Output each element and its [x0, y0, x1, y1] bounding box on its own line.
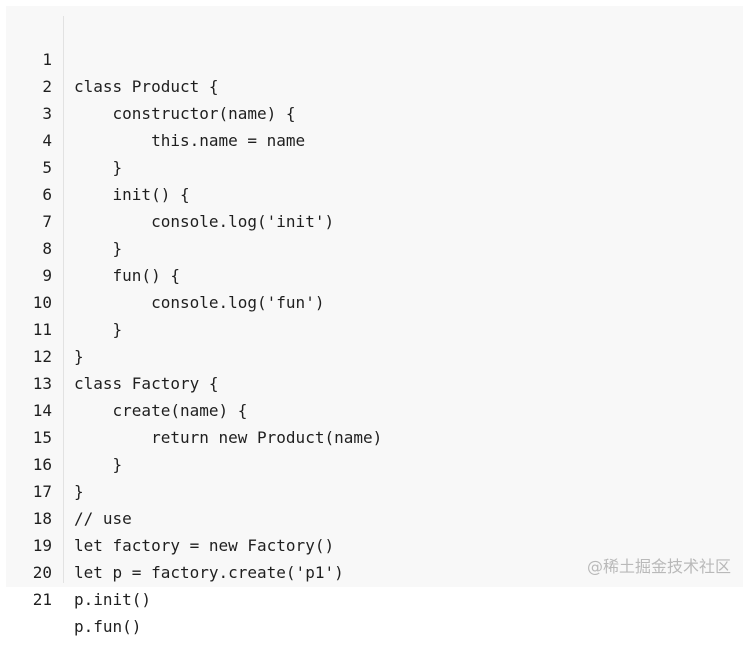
code-line: 10 }	[6, 262, 743, 339]
line-code: }	[74, 320, 123, 339]
line-number: 2	[42, 77, 52, 96]
line-number: 3	[42, 104, 52, 123]
code-line: 7 }	[6, 181, 743, 258]
line-code: }	[74, 455, 123, 474]
line-code: constructor(name) {	[74, 104, 296, 123]
code-line: 14 return new Product(name)	[6, 370, 743, 447]
line-number: 21	[32, 590, 52, 609]
code-line: 15 }	[6, 397, 743, 474]
code-line: 2 constructor(name) {	[6, 46, 743, 123]
code-line: 3 this.name = name	[6, 73, 743, 150]
line-code: class Factory {	[74, 374, 219, 393]
line-code: }	[74, 239, 123, 258]
line-number: 14	[32, 401, 52, 420]
line-number: 1	[42, 50, 52, 69]
line-code: p.fun()	[74, 617, 142, 636]
line-number: 13	[32, 374, 52, 393]
code-line: 1 class Product {	[6, 19, 743, 96]
line-code: // use	[74, 509, 132, 528]
code-line: 17 // use	[6, 451, 743, 528]
line-number: 4	[42, 131, 52, 150]
code-block: 1 class Product { 2 constructor(name) { …	[6, 6, 743, 636]
line-code: let p = factory.create('p1')	[74, 563, 344, 582]
line-code: this.name = name	[74, 131, 306, 150]
code-line: 19 let p = factory.create('p1')	[6, 505, 743, 582]
code-line: 9 console.log('fun')	[6, 235, 743, 312]
code-line: 12 class Factory {	[6, 316, 743, 393]
gutter-divider	[63, 16, 64, 583]
line-number: 19	[32, 536, 52, 555]
line-code: p.init()	[74, 590, 152, 609]
line-number: 6	[42, 185, 52, 204]
line-code: create(name) {	[74, 401, 248, 420]
line-code: }	[74, 482, 84, 501]
code-line: 18 let factory = new Factory()	[6, 478, 743, 555]
line-number: 11	[32, 320, 52, 339]
line-number: 7	[42, 212, 52, 231]
line-number: 15	[32, 428, 52, 447]
line-number: 16	[32, 455, 52, 474]
code-line: 5 init() {	[6, 127, 743, 204]
line-number: 17	[32, 482, 52, 501]
line-code: console.log('init')	[74, 212, 335, 231]
line-code: let factory = new Factory()	[74, 536, 335, 555]
code-line: 13 create(name) {	[6, 343, 743, 420]
line-code: fun() {	[74, 266, 180, 285]
line-number: 5	[42, 158, 52, 177]
line-number: 12	[32, 347, 52, 366]
line-code: console.log('fun')	[74, 293, 325, 312]
line-number: 20	[32, 563, 52, 582]
line-code: class Product {	[74, 77, 219, 96]
line-number: 8	[42, 239, 52, 258]
code-line: 16 }	[6, 424, 743, 501]
line-code: return new Product(name)	[74, 428, 383, 447]
line-code: init() {	[74, 185, 190, 204]
watermark: @稀土掘金技术社区	[586, 557, 731, 576]
line-code: }	[74, 347, 84, 366]
code-line: 6 console.log('init')	[6, 154, 743, 231]
code-line: 8 fun() {	[6, 208, 743, 285]
line-number: 18	[32, 509, 52, 528]
code-line: 4 }	[6, 100, 743, 177]
line-number: 10	[32, 293, 52, 312]
line-number: 9	[42, 266, 52, 285]
line-code: }	[74, 158, 123, 177]
code-line: 11 }	[6, 289, 743, 366]
